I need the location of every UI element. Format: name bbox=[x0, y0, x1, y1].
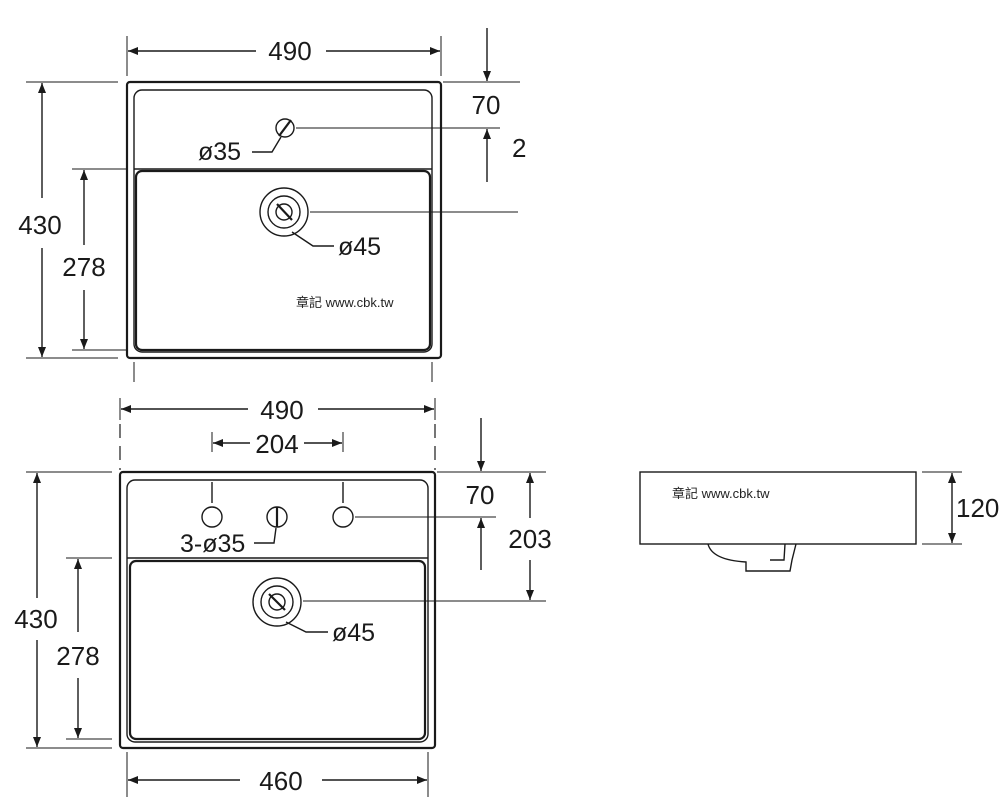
height-label: 430 bbox=[18, 210, 61, 240]
basin-rim bbox=[126, 479, 429, 743]
drain bbox=[259, 187, 309, 237]
basin-outline bbox=[125, 80, 443, 360]
bowl-outline bbox=[128, 559, 427, 741]
width-label: 490 bbox=[260, 395, 303, 425]
basin-side-outline bbox=[639, 471, 917, 545]
basin-rim bbox=[133, 89, 433, 353]
basin-outline bbox=[118, 470, 437, 750]
top-view-2: 490 204 bbox=[14, 395, 552, 797]
deck-label: 70 bbox=[466, 480, 495, 510]
drain-offset-label: 203 bbox=[508, 524, 551, 554]
tap-hole bbox=[275, 118, 295, 138]
bowl-depth-label: 278 bbox=[62, 252, 105, 282]
tap-hole-center bbox=[266, 506, 288, 528]
drain bbox=[252, 577, 302, 627]
drain-outlet bbox=[707, 543, 797, 572]
watermark: 章記 www.cbk.tw bbox=[296, 295, 394, 310]
width-label: 490 bbox=[268, 36, 311, 66]
drain-label: ø45 bbox=[332, 619, 375, 647]
bottom-width-label: 460 bbox=[259, 766, 302, 796]
tap-hole-label: ø35 bbox=[198, 138, 241, 166]
side-height-label: 120 bbox=[956, 493, 999, 523]
tap-hole-right bbox=[332, 482, 354, 528]
deck-label: 70 bbox=[472, 90, 501, 120]
side-view: 章記 www.cbk.tw 120 bbox=[639, 471, 999, 572]
top-view-1: 490 430 278 70 2 ø35 ø45 章記 www.cbk.tw bbox=[18, 28, 526, 382]
tap-holes-label: 3-ø35 bbox=[180, 530, 245, 558]
hole-spacing-label: 204 bbox=[255, 429, 298, 459]
watermark: 章記 www.cbk.tw bbox=[672, 486, 770, 501]
drain-label: ø45 bbox=[338, 233, 381, 261]
bowl-outline bbox=[134, 169, 432, 352]
bowl-depth-label: 278 bbox=[56, 641, 99, 671]
height-label: 430 bbox=[14, 604, 57, 634]
partial-dim-label: 2 bbox=[512, 133, 526, 163]
tap-hole-left bbox=[201, 482, 223, 528]
